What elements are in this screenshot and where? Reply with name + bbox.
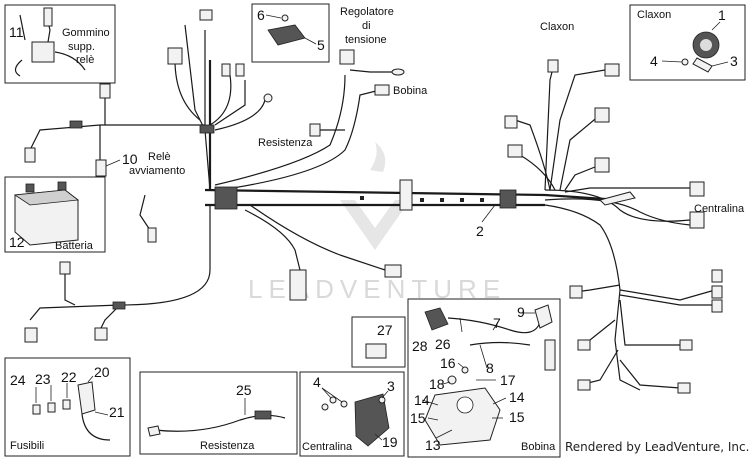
label-resistenza-box: Resistenza bbox=[200, 440, 255, 452]
label-claxon-box: Claxon bbox=[637, 9, 671, 21]
panel-ignition-coil: 7 9 26 28 8 16 17 18 14 14 15 15 13 Bobi… bbox=[407, 298, 561, 458]
label-7: 7 bbox=[493, 315, 501, 331]
label-26: 26 bbox=[435, 336, 451, 352]
label-rele-mount: relè bbox=[76, 54, 94, 66]
label-11: 11 bbox=[9, 24, 24, 40]
label-rele-avv-1: Relè bbox=[148, 151, 171, 163]
label-25: 25 bbox=[236, 382, 252, 398]
label-4-horn: 4 bbox=[650, 53, 658, 69]
label-13: 13 bbox=[425, 437, 441, 453]
label-17: 17 bbox=[500, 372, 516, 388]
label-2: 2 bbox=[476, 223, 484, 239]
label-supp: supp. bbox=[68, 41, 95, 53]
label-centralina-box: Centralina bbox=[302, 441, 353, 453]
label-14-right: 14 bbox=[509, 389, 525, 405]
label-6: 6 bbox=[257, 7, 265, 23]
harness-tape bbox=[69, 120, 517, 310]
panel-resistor: 25 Resistenza bbox=[139, 371, 298, 455]
label-15-right: 15 bbox=[509, 409, 525, 425]
label-20: 20 bbox=[94, 364, 110, 380]
label-rele-avv-2: avviamento bbox=[129, 165, 185, 177]
label-4-ecu: 4 bbox=[313, 374, 321, 390]
label-fusibili: Fusibili bbox=[10, 440, 44, 452]
credit-text: Rendered by LeadVenture, Inc. bbox=[565, 440, 749, 454]
panel-battery: 12 Batteria bbox=[4, 176, 106, 253]
label-21: 21 bbox=[109, 404, 125, 420]
panel-fuses: 24 23 22 20 21 Fusibili bbox=[4, 357, 131, 457]
label-28: 28 bbox=[412, 338, 428, 354]
label-24: 24 bbox=[10, 372, 26, 388]
label-bobina-top: Bobina bbox=[393, 85, 428, 97]
panel-horn: Claxon 1 4 3 bbox=[629, 4, 746, 81]
label-15-left: 15 bbox=[410, 410, 426, 426]
label-batteria: Batteria bbox=[55, 240, 94, 252]
label-gommino: Gommino bbox=[62, 27, 110, 39]
label-claxon-mid: Claxon bbox=[540, 21, 574, 33]
label-resistenza-top: Resistenza bbox=[258, 137, 313, 149]
label-27: 27 bbox=[377, 322, 393, 338]
label-5: 5 bbox=[317, 37, 325, 53]
panel-voltage-regulator: 6 5 bbox=[251, 3, 330, 63]
label-bobina-box: Bobina bbox=[521, 441, 556, 453]
label-regolatore: Regolatore bbox=[340, 6, 394, 18]
label-1: 1 bbox=[718, 7, 726, 23]
label-18: 18 bbox=[429, 376, 445, 392]
label-23: 23 bbox=[35, 371, 51, 387]
label-14-left: 14 bbox=[414, 392, 430, 408]
label-10: 10 bbox=[122, 151, 138, 167]
label-8: 8 bbox=[486, 360, 494, 376]
label-16: 16 bbox=[440, 355, 456, 371]
label-tensione: tensione bbox=[345, 34, 387, 46]
label-9: 9 bbox=[517, 304, 525, 320]
panel-ecu: 4 3 19 Centralina bbox=[299, 371, 405, 457]
panel-relay-27: 27 bbox=[351, 316, 406, 368]
label-19: 19 bbox=[382, 434, 398, 450]
main-harness bbox=[29, 24, 716, 391]
label-di: di bbox=[362, 20, 371, 32]
label-3-horn: 3 bbox=[730, 53, 738, 69]
label-22: 22 bbox=[61, 369, 77, 385]
label-3-ecu: 3 bbox=[387, 378, 395, 394]
label-centralina-right: Centralina bbox=[694, 203, 745, 215]
panel-rubber-relay-mount: 11 Gommino supp. relè bbox=[4, 4, 116, 84]
label-12: 12 bbox=[9, 234, 25, 250]
harness-connectors bbox=[24, 9, 723, 394]
watermark: LEADVENTURE bbox=[248, 142, 500, 304]
